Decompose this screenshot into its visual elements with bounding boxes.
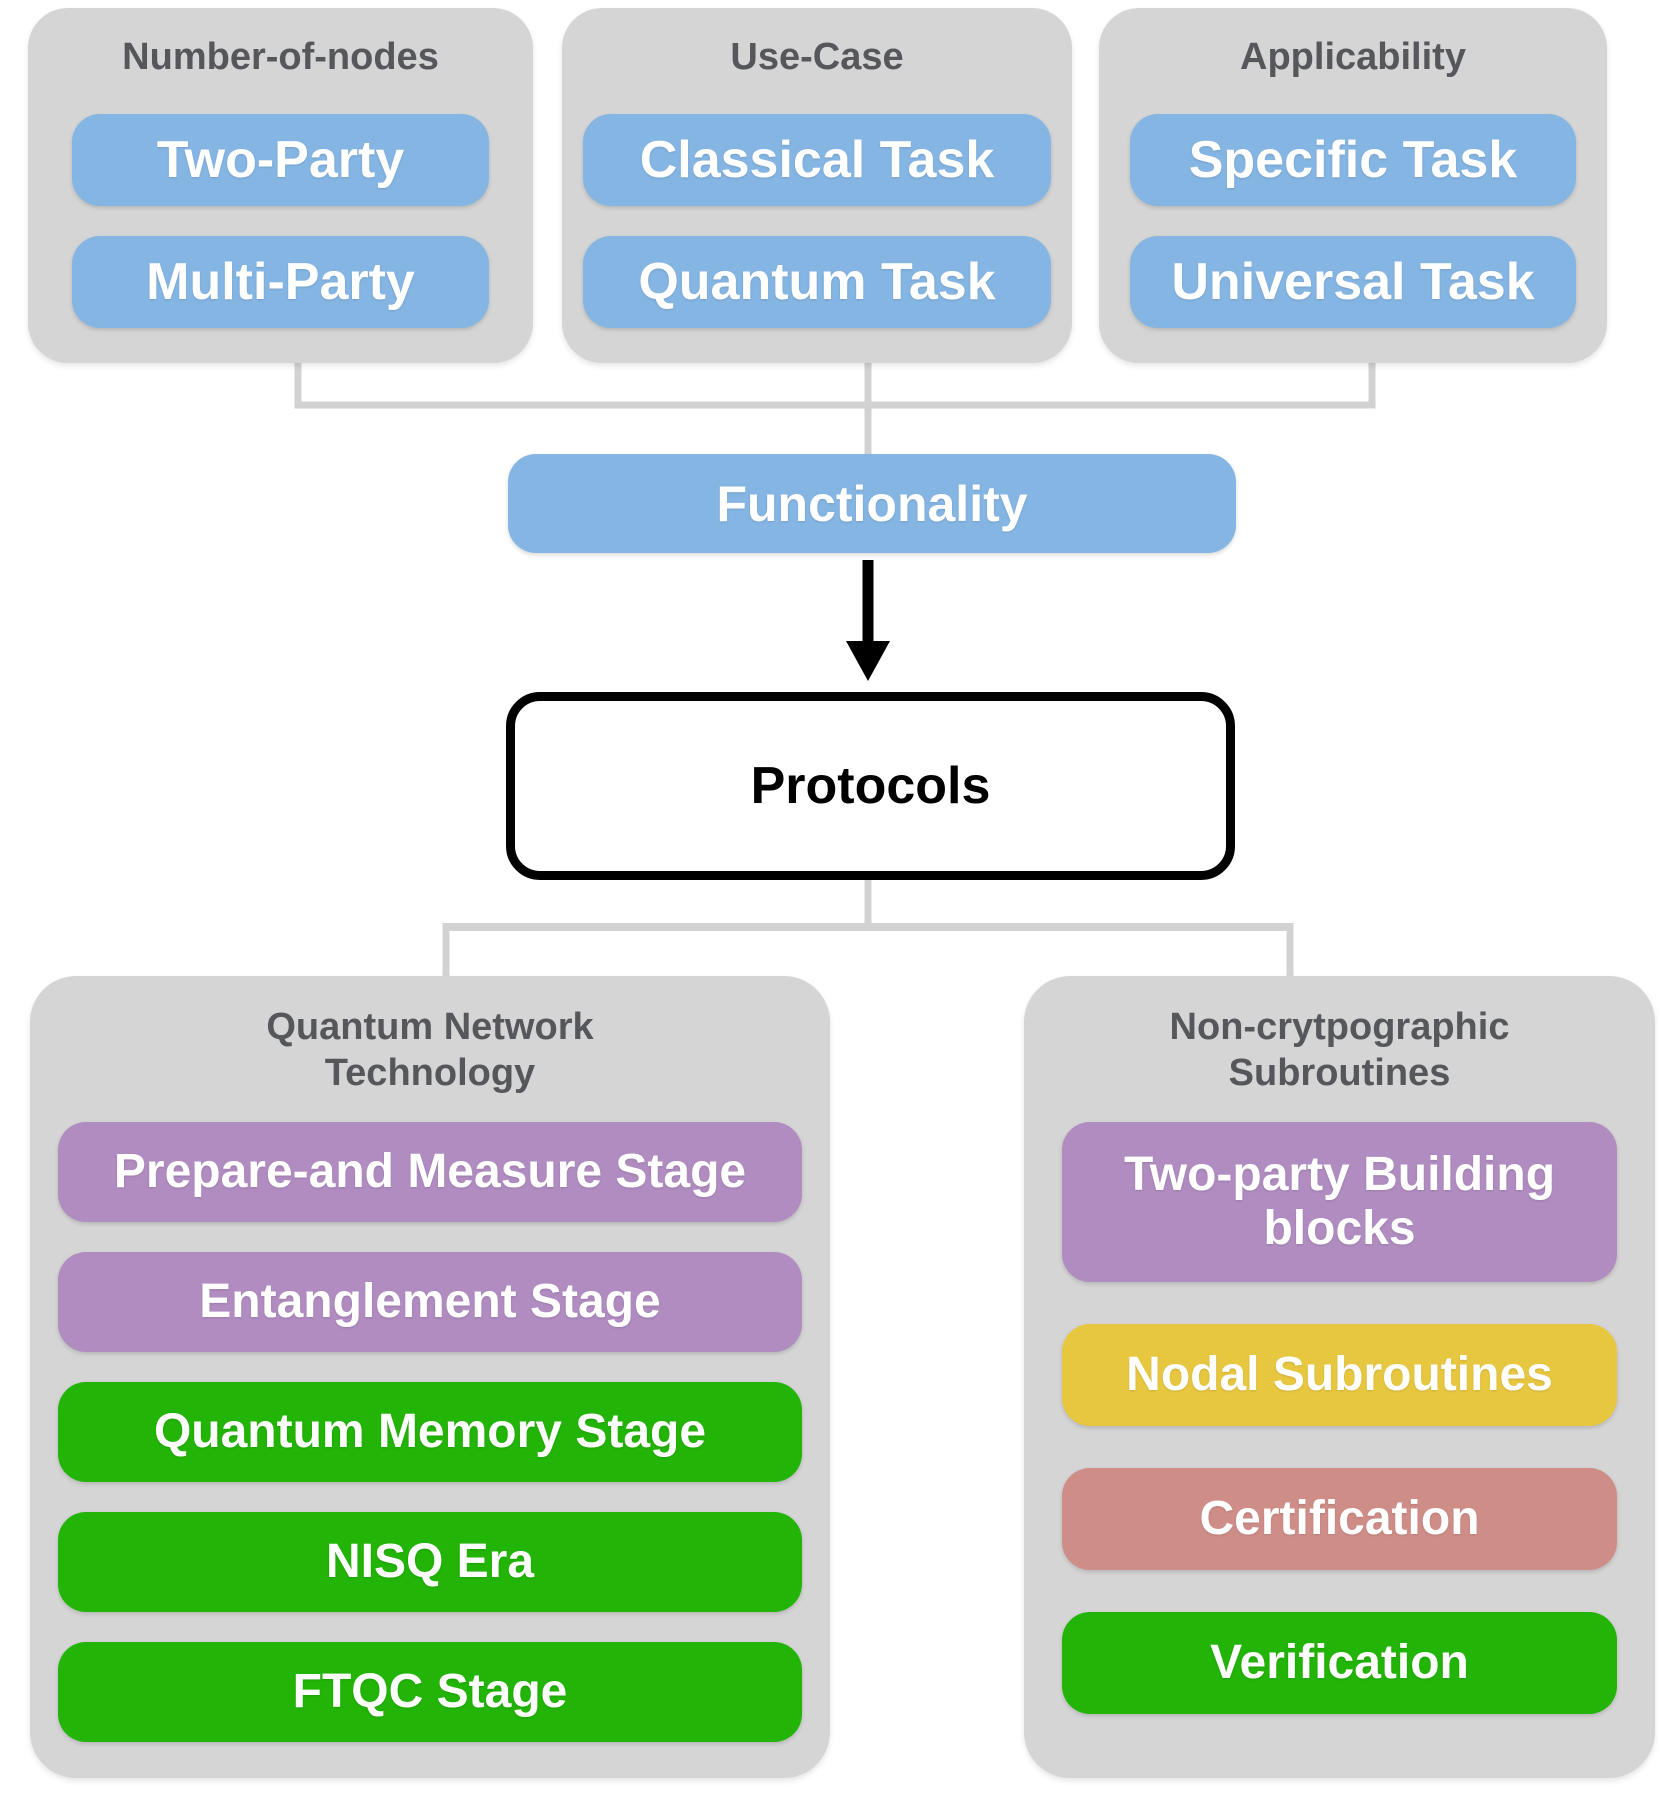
node-nodal-subroutines: Nodal Subroutines	[1062, 1324, 1617, 1426]
node-quantum-task: Quantum Task	[583, 236, 1051, 328]
node-universal-task: Universal Task	[1130, 236, 1576, 328]
group-use-case-pills: Classical Task Quantum Task	[562, 114, 1072, 328]
group-quantum-network-technology: Quantum Network Technology Prepare-and M…	[30, 976, 830, 1778]
group-applicability-pills: Specific Task Universal Task	[1099, 114, 1607, 328]
group-number-of-nodes-pills: Two-Party Multi-Party	[28, 114, 533, 328]
node-two-party-building-blocks: Two-party Building blocks	[1062, 1122, 1617, 1282]
group-quantum-network-technology-title: Quantum Network Technology	[266, 1006, 594, 1094]
node-classical-task: Classical Task	[583, 114, 1051, 206]
node-certification: Certification	[1062, 1468, 1617, 1570]
group-number-of-nodes: Number-of-nodes Two-Party Multi-Party	[28, 8, 533, 363]
group-applicability-title: Applicability	[1240, 36, 1466, 78]
group-use-case: Use-Case Classical Task Quantum Task	[562, 8, 1072, 363]
group-use-case-title: Use-Case	[730, 36, 904, 78]
node-specific-task: Specific Task	[1130, 114, 1576, 206]
node-verification: Verification	[1062, 1612, 1617, 1714]
group-non-cryptographic-subroutines-pills: Two-party Building blocks Nodal Subrouti…	[1024, 1122, 1655, 1714]
down-arrow-icon	[846, 560, 890, 681]
node-prepare-and-measure-stage: Prepare-and Measure Stage	[58, 1122, 802, 1222]
group-quantum-network-technology-pills: Prepare-and Measure Stage Entanglement S…	[30, 1122, 830, 1742]
node-multi-party: Multi-Party	[72, 236, 489, 328]
node-protocols: Protocols	[506, 692, 1235, 880]
group-applicability: Applicability Specific Task Universal Ta…	[1099, 8, 1607, 363]
group-number-of-nodes-title: Number-of-nodes	[122, 36, 439, 78]
group-non-cryptographic-subroutines-title: Non-crytpographic Subroutines	[1169, 1006, 1510, 1094]
node-functionality: Functionality	[508, 454, 1236, 553]
node-two-party: Two-Party	[72, 114, 489, 206]
node-entanglement-stage: Entanglement Stage	[58, 1252, 802, 1352]
node-ftqc-stage: FTQC Stage	[58, 1642, 802, 1742]
node-nisq-era: NISQ Era	[58, 1512, 802, 1612]
node-quantum-memory-stage: Quantum Memory Stage	[58, 1382, 802, 1482]
group-non-cryptographic-subroutines: Non-crytpographic Subroutines Two-party …	[1024, 976, 1655, 1778]
